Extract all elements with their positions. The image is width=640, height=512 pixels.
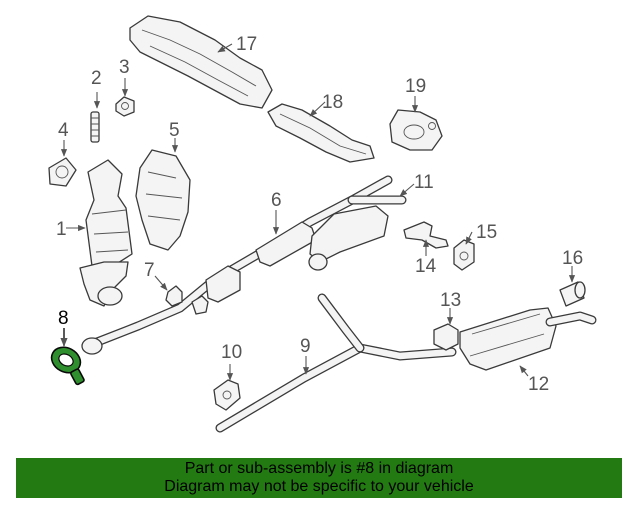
- part-18-heat-shield: [267, 103, 375, 163]
- part-13-clamp: [433, 323, 459, 351]
- part-1-catalytic-converter: [79, 159, 133, 307]
- callout-9[interactable]: 9: [300, 336, 311, 357]
- callout-15[interactable]: 15: [476, 222, 497, 243]
- part-15-hanger: [453, 239, 475, 271]
- callout-4[interactable]: 4: [58, 120, 69, 141]
- banner-part-text: Part or sub-assembly is #8 in diagram: [184, 460, 454, 477]
- callout-6[interactable]: 6: [271, 190, 282, 211]
- callout-18[interactable]: 18: [322, 92, 343, 113]
- part-5-heat-shield: [135, 149, 191, 251]
- callout-labels: 1 2 3 4 5 6 7 8 9 10 11 12 13 14 15 16 1…: [56, 34, 583, 395]
- callout-11[interactable]: 11: [414, 172, 434, 193]
- callout-19[interactable]: 19: [405, 76, 426, 97]
- part-19-mount: [389, 109, 443, 151]
- part-4-gasket: [48, 157, 77, 187]
- callout-7[interactable]: 7: [144, 260, 155, 281]
- part-3-nut: [115, 96, 135, 117]
- callout-17[interactable]: 17: [236, 34, 257, 55]
- callout-14[interactable]: 14: [415, 256, 437, 277]
- part-17-heat-shield: [129, 15, 273, 109]
- part-8-clamp-highlighted: [50, 346, 85, 386]
- callout-13[interactable]: 13: [440, 290, 461, 311]
- part-6-front-pipe-resonator: [81, 175, 393, 355]
- part-14-bracket: [403, 221, 449, 249]
- part-9-y-pipe: [215, 293, 457, 433]
- callout-12[interactable]: 12: [528, 374, 549, 395]
- part-11-intermediate-pipe: [308, 195, 407, 271]
- callout-3[interactable]: 3: [119, 57, 130, 78]
- callout-8[interactable]: 8: [58, 308, 69, 329]
- banner-disclaimer-text: Diagram may not be specific to your vehi…: [164, 478, 474, 495]
- callout-1[interactable]: 1: [56, 219, 67, 240]
- part-16-exhaust-tip: [559, 281, 586, 307]
- callout-10[interactable]: 10: [221, 342, 242, 363]
- callout-16[interactable]: 16: [562, 248, 583, 269]
- part-12-muffler: [459, 307, 597, 371]
- callout-2[interactable]: 2: [91, 68, 102, 89]
- leader-lines: [60, 43, 576, 381]
- callout-5[interactable]: 5: [169, 120, 180, 141]
- part-info-banner: Part or sub-assembly is #8 in diagram Di…: [16, 458, 622, 498]
- part-2-stud: [90, 111, 100, 143]
- part-10-clamp: [213, 379, 241, 411]
